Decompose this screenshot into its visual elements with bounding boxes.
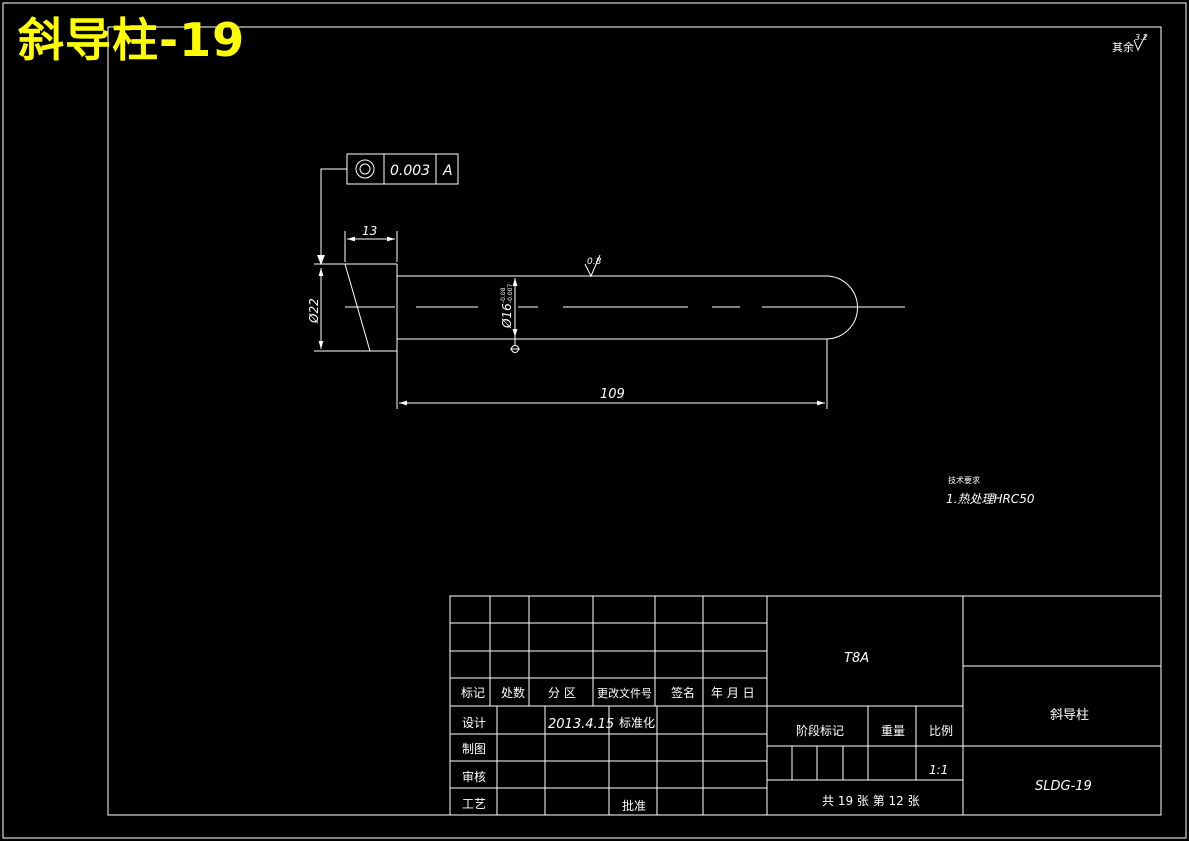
tolerance-datum: A xyxy=(442,163,453,179)
weight-label: 重量 xyxy=(881,724,905,738)
dim-shaft-diameter-label: Ø16 xyxy=(500,303,514,329)
roughness-prefix: 其余 xyxy=(1112,40,1134,54)
sheet-info: 共 19 张 第 12 张 xyxy=(822,794,920,808)
rev-header-mark: 标记 xyxy=(461,686,485,700)
dim-shaft-diameter xyxy=(510,278,520,353)
title-block xyxy=(449,595,1162,816)
dim-head-length xyxy=(344,231,398,262)
drawing-number: SLDG-19 xyxy=(1035,779,1092,794)
dim-shaft-tol-lower: -0.007 xyxy=(507,283,514,303)
rev-header-date: 年 月 日 xyxy=(711,686,755,700)
concentricity-icon xyxy=(355,159,375,179)
scale-label: 比例 xyxy=(929,724,953,738)
process-label: 工艺 xyxy=(462,797,486,811)
rev-header-zone: 分 区 xyxy=(548,686,576,700)
page-title: 斜导柱-19 xyxy=(18,13,246,67)
approval-label: 批准 xyxy=(622,798,646,813)
review-label: 审核 xyxy=(462,769,486,784)
tolerance-frame: 0.003 A xyxy=(317,153,459,265)
tech-req-heading: 技术要求 xyxy=(948,475,980,485)
default-roughness-note: 其余 3.2 xyxy=(1112,33,1148,54)
dim-head-length-label: 13 xyxy=(362,224,377,238)
design-date: 2013.4.15 xyxy=(548,717,614,732)
surface-roughness-value: 0.8 xyxy=(587,257,602,267)
part-name: 斜导柱 xyxy=(1050,708,1089,723)
rev-header-count: 处数 xyxy=(501,685,525,700)
rev-header-signature: 签名 xyxy=(671,685,695,700)
tech-req-item: 1.热处理HRC50 xyxy=(946,492,1035,506)
design-label: 设计 xyxy=(462,716,486,730)
part-outline xyxy=(314,263,858,352)
roughness-check-icon xyxy=(584,254,601,278)
scale-value: 1:1 xyxy=(929,763,948,777)
standardization-label: 标准化 xyxy=(619,716,655,730)
stage-label: 阶段标记 xyxy=(796,723,844,738)
tolerance-value: 0.003 xyxy=(390,163,430,179)
roughness-value: 3.2 xyxy=(1135,33,1148,42)
dim-shaft-tol-upper: -0.08 xyxy=(500,287,507,303)
surface-roughness-mark: 0.8 xyxy=(584,254,602,278)
dim-head-diameter-label: Ø22 xyxy=(307,298,321,324)
rev-header-change-doc: 更改文件号 xyxy=(597,686,652,700)
dim-shaft-length xyxy=(396,339,828,409)
material: T8A xyxy=(844,651,869,666)
roughness-symbol-icon xyxy=(1133,33,1147,52)
dim-shaft-length-label: 109 xyxy=(600,387,625,402)
drafting-label: 制图 xyxy=(462,742,486,756)
